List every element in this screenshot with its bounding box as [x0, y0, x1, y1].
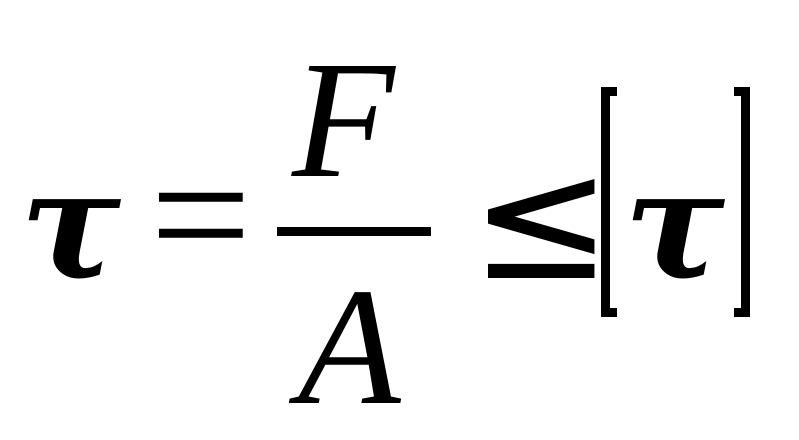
right-square-bracket [734, 87, 750, 317]
fraction-denominator: A [298, 254, 401, 440]
left-square-bracket [601, 87, 617, 317]
less-than-or-equal-sign: ≤ [470, 121, 613, 319]
fraction-numerator: F [292, 27, 395, 213]
lhs-tau-symbol: τ [20, 137, 121, 313]
rhs-tau-symbol: τ [624, 137, 725, 313]
fraction-bar [277, 227, 431, 236]
equals-sign: = [150, 115, 252, 314]
